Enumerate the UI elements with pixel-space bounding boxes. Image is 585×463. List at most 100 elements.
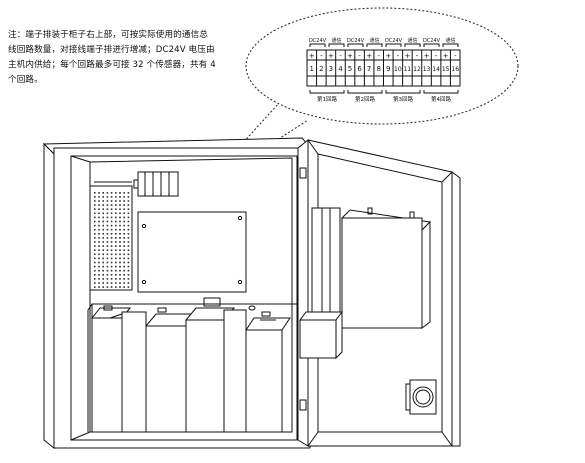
rail-hole bbox=[123, 208, 125, 210]
rail-hole bbox=[123, 200, 125, 202]
rail-hole bbox=[127, 265, 130, 268]
rail-hole bbox=[94, 245, 96, 247]
rail-hole bbox=[102, 261, 104, 264]
rail-hole bbox=[123, 286, 125, 288]
rail-hole bbox=[127, 220, 130, 223]
rail-hole bbox=[94, 192, 96, 194]
rail-hole bbox=[127, 204, 130, 206]
rail-hole bbox=[102, 269, 104, 272]
rail-hole bbox=[115, 261, 117, 264]
rail-hole bbox=[106, 196, 109, 198]
rail-hole bbox=[123, 237, 125, 239]
rail-hole bbox=[102, 265, 104, 268]
dc24v-label: DC24V bbox=[309, 38, 327, 44]
rail-hole bbox=[115, 245, 117, 247]
circuit-label: 第3回路 bbox=[393, 95, 413, 103]
rail-hole bbox=[98, 233, 100, 235]
note-line: 主机内供给；每个回路最多可接 32 个传感器，共有 4 bbox=[8, 60, 216, 70]
rail-hole bbox=[110, 286, 113, 288]
rail-hole bbox=[106, 200, 109, 202]
rail-hole bbox=[123, 228, 125, 231]
rail-hole bbox=[119, 261, 121, 264]
rail-hole bbox=[94, 282, 96, 284]
rail-hole bbox=[98, 274, 100, 276]
terminal-polarity: - bbox=[358, 52, 361, 60]
rail-hole bbox=[94, 278, 96, 280]
rail-hole bbox=[102, 200, 104, 202]
rail-hole bbox=[115, 200, 117, 202]
rail-hole bbox=[106, 282, 109, 284]
rail-hole bbox=[127, 233, 130, 235]
rail-hole bbox=[115, 224, 117, 227]
rail-hole bbox=[119, 200, 121, 202]
terminal-number: 12 bbox=[413, 66, 421, 73]
terminal-number: 7 bbox=[367, 65, 371, 73]
terminal-number: 13 bbox=[423, 66, 431, 73]
rail-hole bbox=[115, 286, 117, 288]
rail-holes bbox=[94, 192, 130, 288]
rail-hole bbox=[102, 192, 104, 194]
rail-hole bbox=[102, 216, 104, 219]
terminal-block-installed bbox=[133, 171, 179, 197]
terminal-number: 14 bbox=[432, 66, 440, 73]
rail-hole bbox=[110, 216, 113, 219]
rail-hole bbox=[119, 196, 121, 198]
rail-hole bbox=[119, 253, 121, 256]
rail-hole bbox=[127, 261, 130, 264]
terminal-polarity: + bbox=[424, 52, 430, 60]
rail-hole bbox=[110, 192, 113, 194]
terminal-polarity: - bbox=[416, 52, 419, 60]
rail-hole bbox=[127, 216, 130, 219]
battery-pack bbox=[87, 297, 300, 433]
rail-hole bbox=[94, 257, 96, 260]
rail-hole bbox=[115, 269, 117, 272]
rail-hole bbox=[110, 196, 113, 198]
terminal-polarity: + bbox=[309, 52, 315, 60]
rail-hole bbox=[106, 269, 109, 272]
rail-hole bbox=[119, 233, 121, 235]
rail-hole bbox=[119, 212, 121, 215]
rail-hole bbox=[106, 220, 109, 223]
rail-hole bbox=[94, 237, 96, 239]
rail-hole bbox=[98, 228, 100, 231]
rail-hole bbox=[106, 212, 109, 215]
rail-hole bbox=[102, 196, 104, 198]
rail-hole bbox=[119, 237, 121, 239]
rail-hole bbox=[110, 212, 113, 215]
rail-hole bbox=[115, 282, 117, 284]
rail-hole bbox=[115, 241, 117, 243]
rail-hole bbox=[110, 261, 113, 264]
terminal-number: 2 bbox=[319, 65, 323, 73]
circuit-label: 第2回路 bbox=[355, 95, 375, 103]
rail-hole bbox=[94, 228, 96, 231]
rail-hole bbox=[106, 249, 109, 251]
rail-hole bbox=[123, 212, 125, 215]
rail-hole bbox=[123, 249, 125, 251]
rail-hole bbox=[110, 282, 113, 284]
rail-hole bbox=[98, 245, 100, 247]
rail-hole bbox=[106, 245, 109, 247]
rail-hole bbox=[98, 269, 100, 272]
rail-hole bbox=[106, 261, 109, 264]
rail-hole bbox=[110, 274, 113, 276]
rail-hole bbox=[110, 233, 113, 235]
rail-hole bbox=[98, 204, 100, 206]
rail-hole bbox=[98, 286, 100, 288]
comm-label: 通信 bbox=[445, 37, 455, 44]
rail-hole bbox=[106, 265, 109, 268]
rail-hole bbox=[123, 261, 125, 264]
rail-hole bbox=[123, 220, 125, 223]
rail-hole bbox=[94, 212, 96, 215]
rail-hole bbox=[123, 278, 125, 280]
terminal-number: 5 bbox=[348, 65, 352, 73]
rail-hole bbox=[102, 208, 104, 210]
rail-hole bbox=[127, 228, 130, 231]
rail-hole bbox=[102, 237, 104, 239]
terminal-polarity: - bbox=[435, 52, 438, 60]
rail-hole bbox=[98, 265, 100, 268]
rail-hole bbox=[98, 241, 100, 243]
rail-hole bbox=[98, 212, 100, 215]
rail-hole bbox=[106, 228, 109, 231]
rail-hole bbox=[102, 212, 104, 215]
